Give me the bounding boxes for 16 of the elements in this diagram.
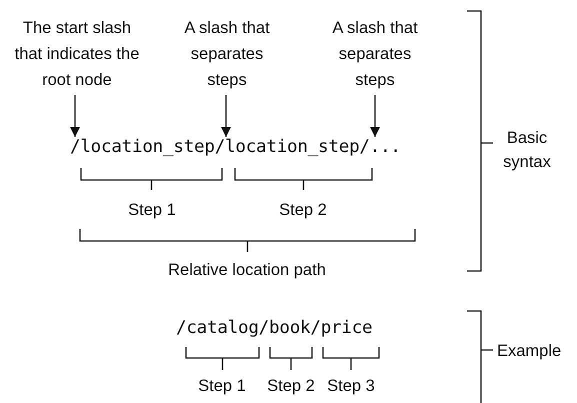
leader-arrow (70, 95, 80, 137)
callout-text: The start slash that indicates the root node (14, 15, 140, 95)
bracket-label: Step 2 (278, 200, 328, 221)
code-path: /location_step/location_step/... (70, 137, 401, 157)
leader-arrow (221, 95, 231, 137)
bracket-label: Step 3 (326, 376, 376, 397)
callout-text: A slash that separates steps (319, 15, 431, 95)
bracket-label: Relative location path (167, 260, 327, 281)
leader-arrow (370, 95, 380, 137)
bracket-label: Basic syntax (502, 128, 552, 173)
callout-text: A slash that separates steps (171, 15, 283, 95)
code-path: /catalog/book/price (176, 318, 372, 338)
bracket-label: Step 1 (197, 376, 247, 397)
bracket-label: Step 1 (127, 200, 177, 221)
bracket-label: Example (497, 341, 562, 362)
bracket-label: Step 2 (266, 376, 316, 397)
